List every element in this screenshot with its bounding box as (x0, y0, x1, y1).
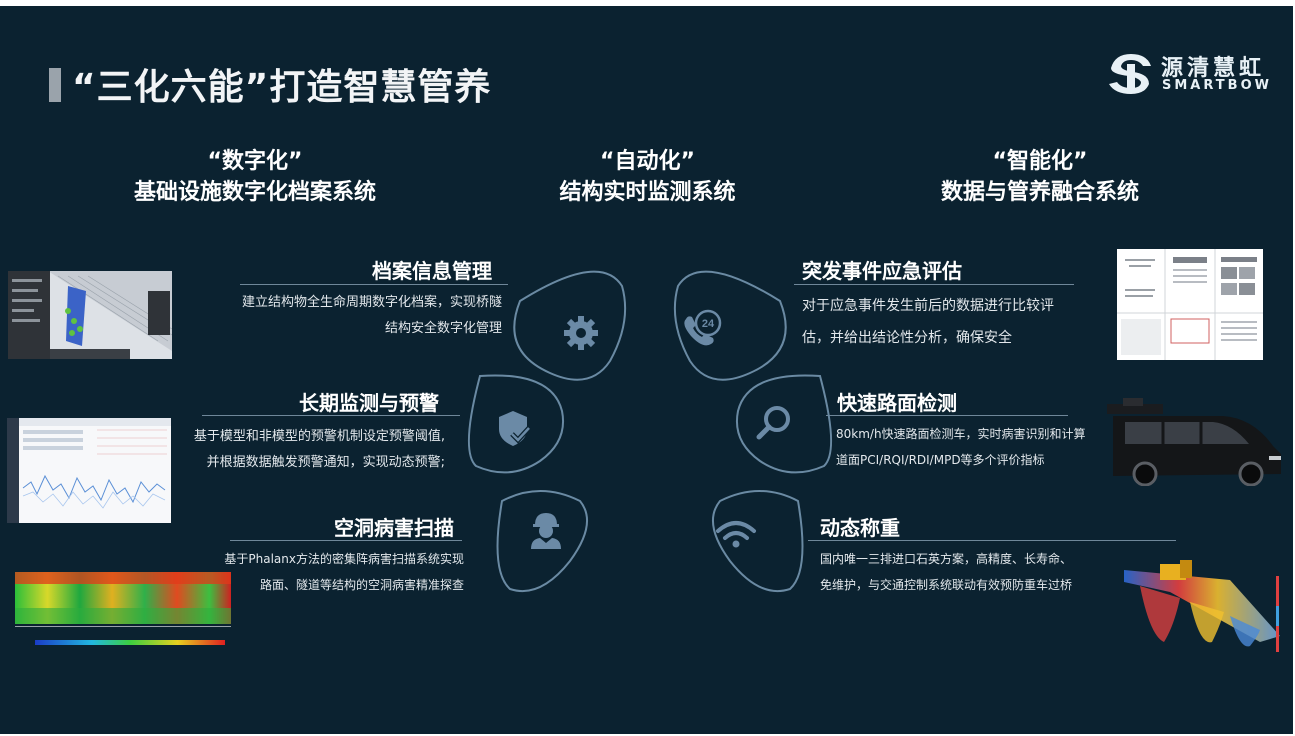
feature-emergency-desc-line1: 对于应急事件发生前后的数据进行比较评 (802, 298, 1054, 314)
inspection-van-image (1103, 396, 1285, 486)
feature-archive-title: 档案信息管理 (372, 259, 492, 283)
petal-monitor (467, 374, 564, 474)
feature-emergency-divider (794, 284, 1074, 285)
feature-weigh-desc-line1: 国内唯一三排进口石英方案，高精度、长寿命、 (820, 552, 1073, 566)
feature-scan-desc: 基于Phalanx方法的密集阵病害扫描系统实现 路面、隧道等结构的空洞病害精准探… (200, 546, 464, 598)
column-intelligence: “智能化” 数据与管养融合系统 (895, 146, 1185, 208)
feature-road-divider (826, 415, 1068, 416)
smartbow-logo-icon (1109, 54, 1151, 94)
feature-archive-desc: 建立结构物全生命周期数字化档案，实现桥隧 结构安全数字化管理 (210, 290, 502, 342)
feature-road-desc-line2: 道面PCI/RQI/RDI/MPD等多个评价指标 (836, 453, 1045, 467)
petal-diagram: 24 (467, 270, 833, 593)
feature-scan-divider (230, 540, 462, 541)
column-automation-subtitle: 结构实时监测系统 (559, 180, 736, 205)
gear-icon (564, 316, 598, 350)
feature-road-desc: 80km/h快速路面检测车，实时病害识别和计算 道面PCI/RQI/RDI/MP… (836, 421, 1126, 473)
feature-scan-desc-line1: 基于Phalanx方法的密集阵病害扫描系统实现 (224, 552, 464, 566)
feature-monitor-desc-line2: 并根据数据触发预警通知，实现动态预警; (206, 455, 445, 470)
petal-emergency (673, 270, 787, 381)
feature-scan-desc-line2: 路面、隧道等结构的空洞病害精准探查 (259, 578, 464, 592)
feature-emergency-desc: 对于应急事件发生前后的数据进行比较评 估，并给出结论性分析，确保安全 (802, 290, 1092, 354)
feature-monitor-title: 长期监测与预警 (299, 391, 439, 415)
feature-monitor-divider (202, 415, 460, 416)
feature-emergency-desc-line2: 估，并给出结论性分析，确保安全 (802, 330, 1012, 346)
shield-check-icon (499, 411, 531, 446)
column-automation-label: “自动化” (600, 149, 695, 174)
feature-monitor-desc: 基于模型和非模型的预警机制设定预警阈值, 并根据数据触发预警通知，实现动态预警; (175, 424, 445, 476)
petal-weigh (712, 490, 804, 593)
logo-english-text: SMARTBOW (1162, 78, 1272, 93)
feature-archive-desc-line1: 建立结构物全生命周期数字化档案，实现桥隧 (241, 295, 502, 310)
column-intelligence-label: “智能化” (992, 149, 1088, 174)
column-digitization-subtitle: 基础设施数字化档案系统 (133, 180, 376, 205)
column-digitization: “数字化” 基础设施数字化档案系统 (95, 146, 415, 208)
feature-weigh-desc: 国内唯一三排进口石英方案，高精度、长寿命、 免维护，与交通控制系统联动有效预防重… (820, 546, 1120, 598)
feature-weigh-title: 动态称重 (820, 516, 900, 540)
badge-24-text: 24 (702, 318, 715, 330)
column-digitization-label: “数字化” (207, 149, 303, 174)
feature-emergency-title: 突发事件应急评估 (802, 259, 962, 283)
column-intelligence-subtitle: 数据与管养融合系统 (940, 180, 1139, 205)
feature-scan-title: 空洞病害扫描 (334, 516, 454, 540)
feature-archive-desc-line2: 结构安全数字化管理 (384, 321, 502, 336)
petal-scan (496, 490, 588, 593)
archive-software-thumbnail (8, 271, 172, 359)
logo-chinese-text: 源清慧虹 (1161, 56, 1266, 81)
wifi-icon (716, 521, 756, 548)
slide: “三化六能”打造智慧管养 源清慧虹 SMARTBOW “数字化” 基础设施数字化… (0, 6, 1293, 734)
feature-road-desc-line1: 80km/h快速路面检测车，实时病害识别和计算 (836, 427, 1086, 441)
page-title: “三化六能”打造智慧管养 (72, 67, 492, 108)
brand-logo: 源清慧虹 SMARTBOW (1105, 46, 1280, 98)
worker-icon (531, 513, 561, 549)
feature-weigh-divider (808, 540, 1176, 541)
title-accent-bar (49, 68, 61, 102)
magnifier-icon (756, 406, 790, 440)
weigh-bridge-model-image (1120, 546, 1285, 654)
monitoring-software-thumbnail (7, 418, 171, 523)
feature-weigh-desc-line2: 免维护，与交通控制系统联动有效预防重车过桥 (820, 578, 1073, 592)
petal-road (736, 374, 833, 474)
feature-monitor-desc-line1: 基于模型和非模型的预警机制设定预警阈值, (193, 429, 445, 444)
void-scan-heatmap-thumbnail (5, 568, 235, 654)
feature-road-title: 快速路面检测 (837, 391, 957, 415)
emergency-report-thumbnail (1117, 249, 1263, 360)
column-automation: “自动化” 结构实时监测系统 (500, 146, 795, 208)
feature-archive-divider (240, 284, 508, 285)
petal-archive (513, 270, 627, 381)
phone-24-icon: 24 (684, 309, 722, 346)
